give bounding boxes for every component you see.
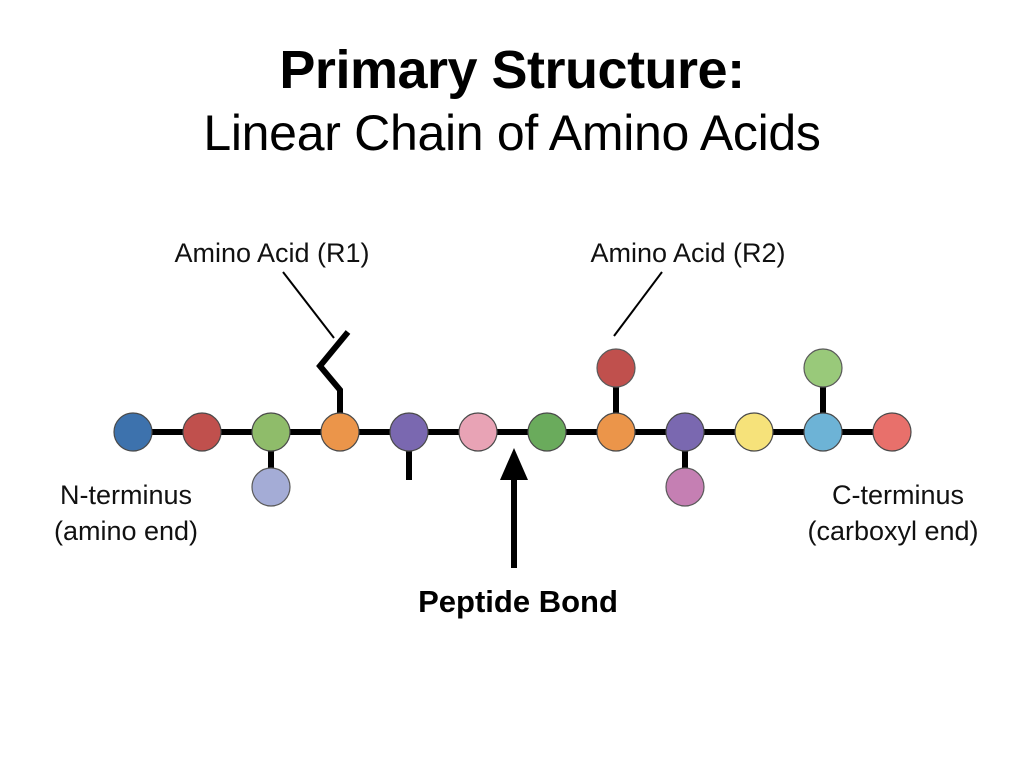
side-chain-group-circle: [596, 348, 636, 388]
amino-acid-residue: [182, 412, 222, 452]
amino-acid-residue: [734, 412, 774, 452]
amino-acid-residue: [665, 412, 705, 452]
side-chain-group-circle: [251, 467, 291, 507]
amino-acid-residue: [251, 412, 291, 452]
title-line-2: Linear Chain of Amino Acids: [203, 105, 821, 161]
side-chain-group-circle: [803, 348, 843, 388]
amino-acid-group: [113, 348, 912, 507]
r1-leader-line: [282, 271, 335, 339]
label-c-terminus: C-terminus: [832, 480, 964, 510]
amino-acid-residue: [389, 412, 429, 452]
peptide-bond-arrow-head: [500, 448, 528, 480]
label-r1: Amino Acid (R1): [174, 238, 369, 268]
title-line-1: Primary Structure:: [279, 40, 745, 100]
r2-leader-line: [613, 271, 663, 337]
amino-acid-residue: [320, 412, 360, 452]
amino-acid-residue: [872, 412, 912, 452]
amino-acid-residue: [527, 412, 567, 452]
amino-acid-residue: [113, 412, 153, 452]
amino-acid-residue: [596, 412, 636, 452]
label-n-terminus: N-terminus: [60, 480, 192, 510]
label-c-terminus-sub: (carboxyl end): [807, 516, 978, 546]
side-chain-group-circle: [665, 467, 705, 507]
label-n-terminus-sub: (amino end): [54, 516, 198, 546]
amino-acid-residue: [803, 412, 843, 452]
side-chain-group: [268, 330, 826, 487]
side-chain-zigzag: [316, 330, 351, 432]
title-block: Primary Structure: Linear Chain of Amino…: [0, 38, 1024, 164]
label-r2: Amino Acid (R2): [590, 238, 785, 268]
label-peptide-bond: Peptide Bond: [418, 584, 618, 619]
amino-acid-residue: [458, 412, 498, 452]
